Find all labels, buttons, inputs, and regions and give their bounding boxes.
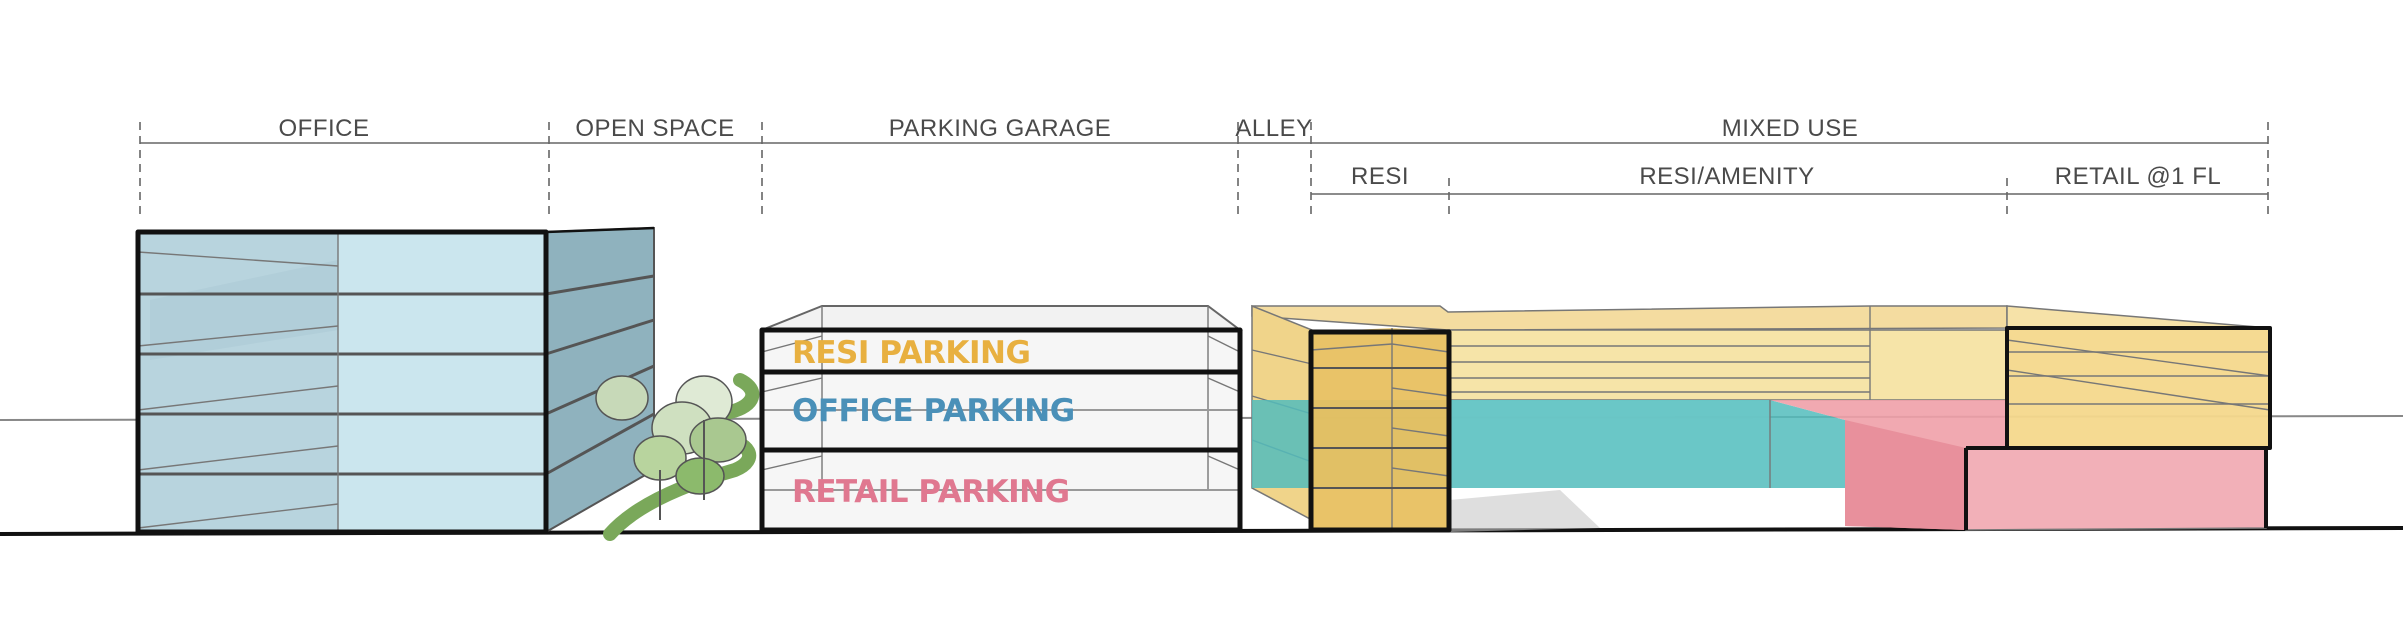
subzone-label-resi-amenity: RESI/AMENITY (1639, 163, 1814, 190)
zone-label-office: OFFICE (279, 115, 370, 142)
subzone-label-resi: RESI (1351, 163, 1409, 190)
dimension-lines (139, 122, 2269, 216)
subzone-label-retail: RETAIL @1 FL (2055, 163, 2221, 190)
zone-label-mixed-use: MIXED USE (1722, 115, 1859, 142)
parking-label-retail: RETAIL PARKING (792, 474, 1070, 510)
open-space-trees (595, 373, 760, 541)
office-building (135, 226, 655, 535)
zone-label-alley: ALLEY (1235, 115, 1312, 142)
mixed-use-building (1251, 304, 2272, 533)
zone-label-parking-garage: PARKING GARAGE (889, 115, 1112, 142)
parking-label-office: OFFICE PARKING (792, 393, 1075, 429)
parking-garage (759, 305, 1243, 533)
zone-label-open-space: OPEN SPACE (575, 115, 734, 142)
parking-label-resi: RESI PARKING (792, 335, 1030, 371)
